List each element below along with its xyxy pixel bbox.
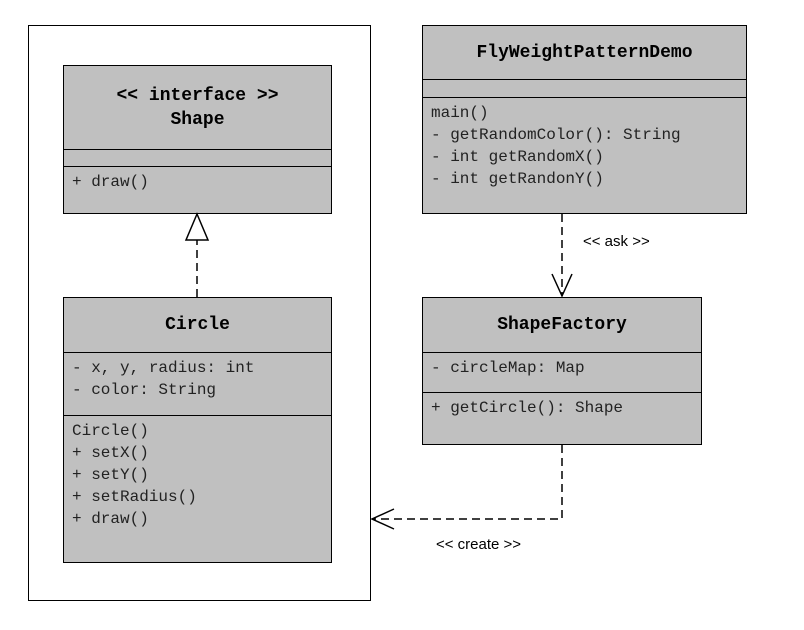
class-circle[interactable]: Circle - x, y, radius: int - color: Stri… — [63, 297, 332, 563]
method: - int getRandonY() — [431, 170, 604, 188]
package-frame — [28, 25, 371, 601]
methods-section: main() - getRandomColor(): String - int … — [423, 98, 746, 190]
stereotype: << interface >> — [116, 85, 279, 106]
class-name: ShapeFactory — [497, 315, 627, 335]
method: main() — [431, 104, 489, 122]
method: + setRadius() — [72, 488, 197, 506]
class-header: << interface >> Shape — [64, 66, 331, 150]
attribute: - circleMap: Map — [431, 359, 585, 377]
method: + setX() — [72, 444, 149, 462]
methods-section: + getCircle(): Shape — [423, 393, 701, 419]
create-dependency-arrow — [370, 445, 563, 530]
class-name: FlyWeightPatternDemo — [476, 42, 693, 63]
class-name: Shape — [170, 109, 225, 130]
methods-section: Circle() + setX() + setY() + setRadius()… — [64, 416, 331, 530]
create-label: << create >> — [436, 536, 522, 553]
method: Circle() — [72, 422, 149, 440]
attribute: - color: String — [72, 381, 217, 399]
class-shape-factory[interactable]: ShapeFactory - circleMap: Map + getCircl… — [422, 297, 702, 445]
method: + draw() — [72, 173, 149, 191]
class-header: ShapeFactory — [423, 298, 701, 353]
realization-arrow — [184, 212, 210, 297]
class-flyweight-pattern-demo[interactable]: FlyWeightPatternDemo main() - getRandomC… — [422, 25, 747, 214]
method: - int getRandomX() — [431, 148, 604, 166]
attribute: - x, y, radius: int — [72, 359, 255, 377]
ask-label: << ask >> — [583, 233, 650, 250]
method: + getCircle(): Shape — [431, 399, 624, 417]
class-header: FlyWeightPatternDemo — [423, 26, 746, 80]
methods-section: + draw() — [64, 167, 331, 193]
attributes-section: - circleMap: Map — [423, 353, 701, 393]
attributes-section — [64, 150, 331, 167]
ask-dependency-arrow — [551, 214, 573, 298]
attributes-section — [423, 80, 746, 98]
attributes-section: - x, y, radius: int - color: String — [64, 353, 331, 416]
method: + draw() — [72, 510, 149, 528]
method: + setY() — [72, 466, 149, 484]
method: - getRandomColor(): String — [431, 126, 681, 144]
class-name: Circle — [165, 315, 230, 335]
class-header: Circle — [64, 298, 331, 353]
